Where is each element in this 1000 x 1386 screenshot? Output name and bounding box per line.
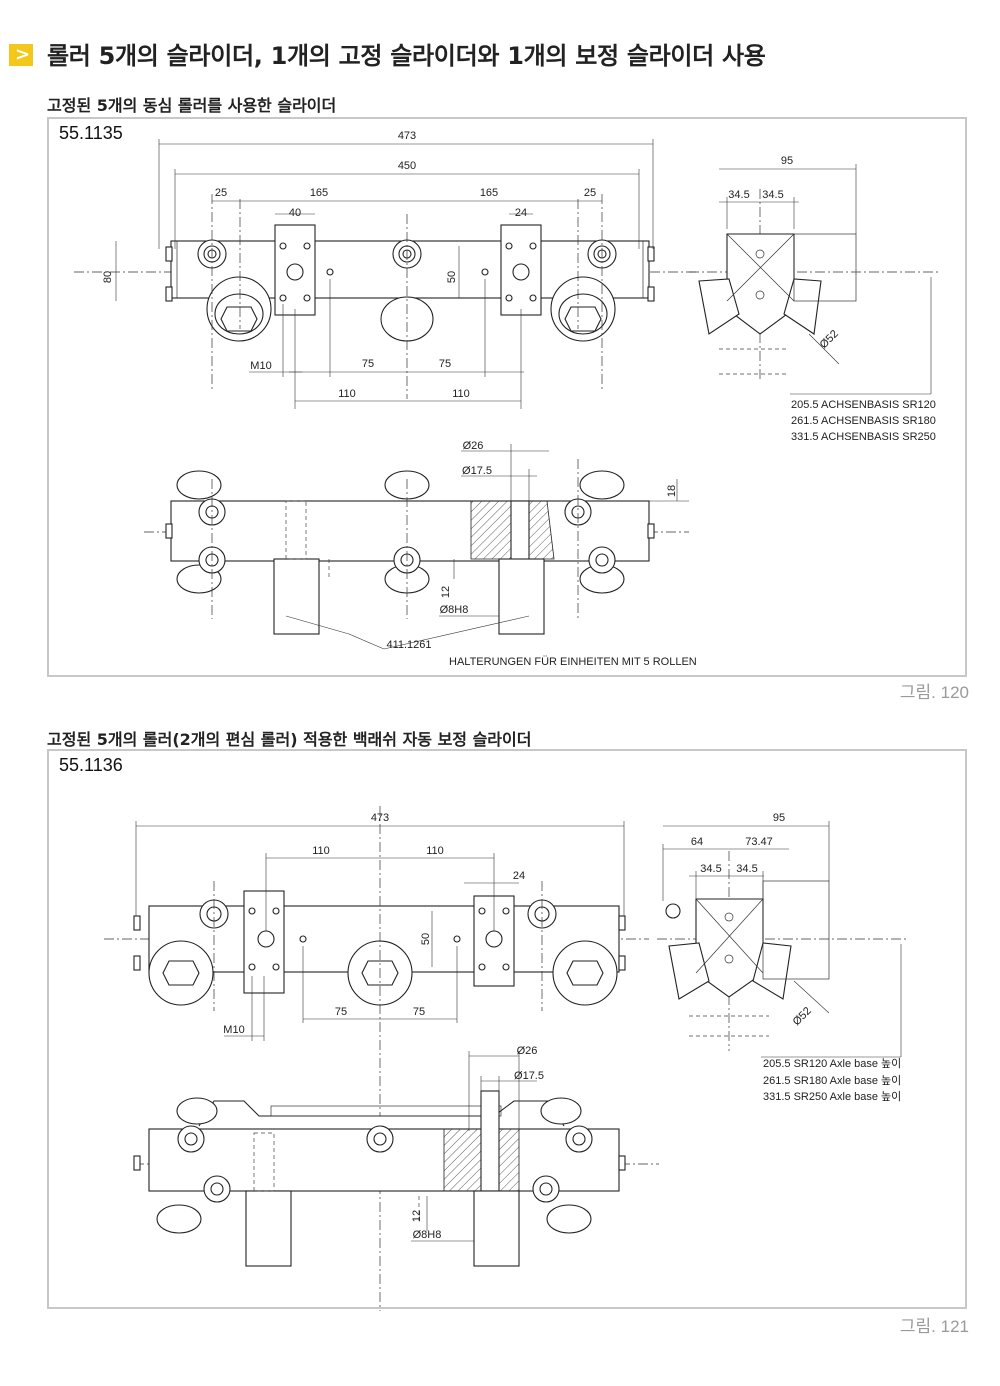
- dim-80: 80: [102, 271, 114, 283]
- dim-64: 64: [691, 836, 703, 848]
- dim-165: 165: [310, 187, 328, 199]
- dim-110: 110: [426, 845, 444, 857]
- axis-note: 261.5 ACHSENBASIS SR180: [791, 415, 936, 427]
- technical-drawing-2: 473 110 110 24 50 75 75 M10 95 64 73.47 …: [104, 806, 909, 1311]
- dim-95: 95: [773, 812, 785, 824]
- page-title: 롤러 5개의 슬라이더, 1개의 고정 슬라이더와 1개의 보정 슬라이더 사용: [47, 42, 766, 70]
- dim-50: 50: [446, 271, 458, 283]
- dim-diam-17-5: Ø17.5: [514, 1070, 544, 1082]
- axis-note: 331.5 SR250 Axle base 높이: [763, 1090, 901, 1103]
- dim-34-5: 34.5: [700, 863, 721, 875]
- dim-165: 165: [480, 187, 498, 199]
- axis-note: 261.5 SR180 Axle base 높이: [763, 1074, 901, 1087]
- section-2-title: 고정된 5개의 롤러(2개의 편심 롤러) 적용한 백래쉬 자동 보정 슬라이더: [47, 730, 532, 749]
- dim-50: 50: [420, 933, 432, 945]
- drawing-panel-1: 55.1135: [47, 117, 967, 677]
- dim-12: 12: [440, 586, 452, 598]
- dim-450: 450: [398, 160, 416, 172]
- dim-75: 75: [335, 1006, 347, 1018]
- dim-m10: M10: [250, 360, 271, 372]
- dim-diam-52: Ø52: [818, 328, 841, 351]
- dim-25: 25: [215, 187, 227, 199]
- dim-75: 75: [362, 358, 374, 370]
- dim-diam-26: Ø26: [463, 440, 484, 452]
- dim-24: 24: [513, 870, 525, 882]
- axis-note: 205.5 ACHSENBASIS SR120: [791, 399, 936, 411]
- dim-m10: M10: [223, 1024, 244, 1036]
- dim-95: 95: [781, 155, 793, 167]
- technical-drawing-1: 473 450 25 165 165 25 40 24 80 50 M10 75…: [74, 130, 939, 668]
- dim-110: 110: [452, 388, 470, 400]
- axis-note: 205.5 SR120 Axle base 높이: [763, 1057, 901, 1070]
- dim-40: 40: [289, 207, 301, 219]
- dim-110: 110: [312, 845, 330, 857]
- dim-12: 12: [411, 1210, 423, 1222]
- bracket-note: HALTERUNGEN FÜR EINHEITEN MIT 5 ROLLEN: [449, 656, 697, 668]
- dim-75: 75: [439, 358, 451, 370]
- dim-diam-17-5: Ø17.5: [462, 465, 492, 477]
- drawing-panel-2: 55.1136 473 110 110 24 50 75 75 M10: [47, 749, 967, 1311]
- dim-25: 25: [584, 187, 596, 199]
- part-number: 55.1135: [59, 123, 123, 143]
- dim-34-5: 34.5: [736, 863, 757, 875]
- dim-75: 75: [413, 1006, 425, 1018]
- dim-34-5: 34.5: [762, 189, 783, 201]
- axis-note: 331.5 ACHSENBASIS SR250: [791, 431, 936, 443]
- dim-110: 110: [338, 388, 356, 400]
- chevron-right-icon: >: [9, 44, 33, 66]
- section-1-title: 고정된 5개의 동심 롤러를 사용한 슬라이더: [47, 96, 337, 115]
- dim-473: 473: [398, 130, 416, 142]
- dim-diam-8h8: Ø8H8: [440, 604, 469, 616]
- dim-34-5: 34.5: [728, 189, 749, 201]
- dim-73-47: 73.47: [745, 836, 773, 848]
- dim-24: 24: [515, 207, 527, 219]
- dim-diam-8h8: Ø8H8: [413, 1229, 442, 1241]
- dim-473: 473: [371, 812, 389, 824]
- dim-18: 18: [666, 485, 678, 497]
- reference-number: 411.1261: [386, 639, 431, 651]
- figure-caption: 그림. 120: [899, 683, 969, 702]
- figure-caption: 그림. 121: [899, 1317, 969, 1336]
- dim-diam-26: Ø26: [517, 1045, 538, 1057]
- part-number: 55.1136: [59, 755, 123, 775]
- dim-diam-52: Ø52: [791, 1005, 814, 1028]
